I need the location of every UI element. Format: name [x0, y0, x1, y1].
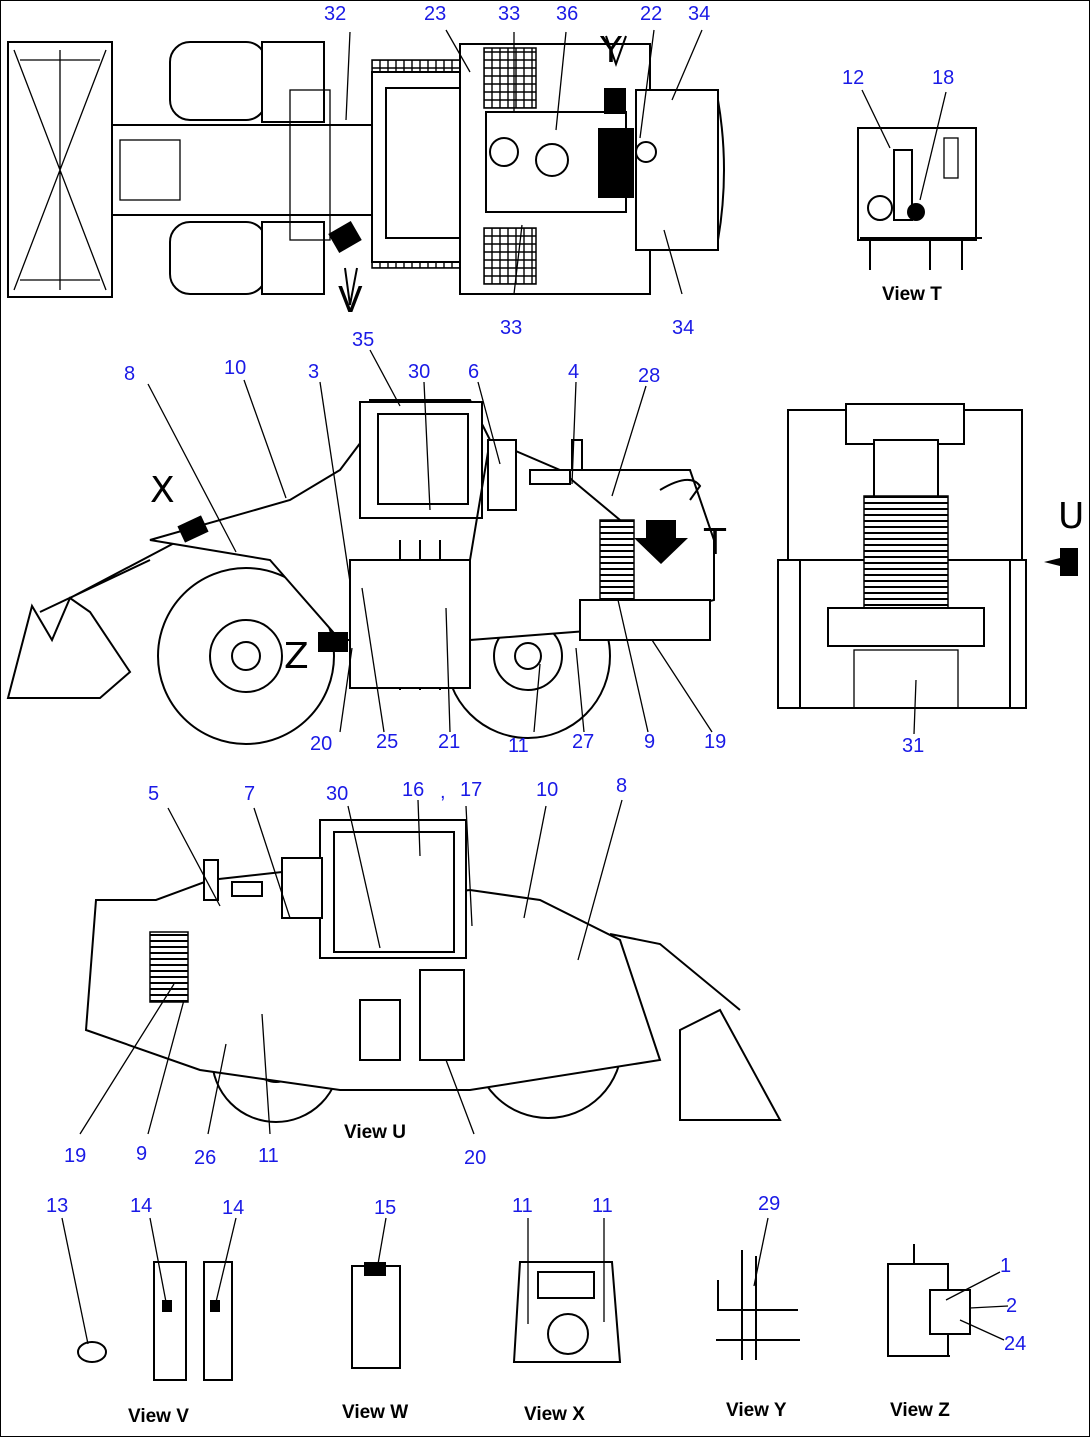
arrow-letter-t: T: [703, 522, 727, 563]
callout-18: 18: [932, 67, 954, 89]
callout-11-xb: 11: [592, 1195, 613, 1217]
view-w-label: View W: [342, 1402, 408, 1423]
callout-34-lower: 34: [672, 317, 694, 339]
view-t-drawing: [857, 127, 982, 270]
callout-19-u: 19: [64, 1145, 86, 1167]
view-z-label: View Z: [890, 1400, 950, 1421]
callout-27: 27: [572, 731, 594, 753]
callout-9: 9: [644, 731, 655, 753]
callout-7: 7: [244, 783, 255, 805]
callout-20: 20: [310, 733, 332, 755]
view-u-drawing: [84, 819, 782, 1123]
callout-19: 19: [704, 731, 726, 753]
callout-9-u: 9: [136, 1143, 147, 1165]
callout-14-a: 14: [130, 1195, 152, 1217]
callout-32: 32: [324, 3, 346, 25]
callout-21: 21: [438, 731, 460, 753]
arrow-letter-u: U: [1058, 496, 1084, 537]
callout-24: 24: [1004, 1333, 1026, 1355]
callout-14-b: 14: [222, 1197, 244, 1219]
callout-22: 22: [640, 3, 662, 25]
callout-10: 10: [224, 357, 246, 379]
view-z-drawing: [887, 1244, 971, 1357]
arrow-letter-x: X: [150, 470, 175, 511]
callout-12: 12: [842, 67, 864, 89]
callout-33: 33: [498, 3, 520, 25]
callout-6: 6: [468, 361, 479, 383]
callout-34: 34: [688, 3, 710, 25]
callout-30: 30: [408, 361, 430, 383]
view-x-label: View X: [524, 1404, 585, 1425]
view-w-drawing: [351, 1262, 401, 1369]
arrow-letter-z: Z: [284, 636, 309, 677]
callout-35: 35: [352, 329, 374, 351]
callout-33-lower: 33: [500, 317, 522, 339]
arrow-letter-y: Y: [599, 30, 623, 71]
side-view-drawing: [6, 399, 715, 745]
callout-8-u: 8: [616, 775, 627, 797]
callout-2: 2: [1006, 1295, 1017, 1317]
callout-16: 16: [402, 779, 424, 801]
callout-10-u: 10: [536, 779, 558, 801]
callout-36: 36: [556, 3, 578, 25]
callout-26: 26: [194, 1147, 216, 1169]
callout-13: 13: [46, 1195, 68, 1217]
callout-20-u: 20: [464, 1147, 486, 1169]
callout-8: 8: [124, 363, 135, 385]
top-view-drawing: [7, 35, 725, 306]
callout-30-u: 30: [326, 783, 348, 805]
callout-17: 17: [460, 779, 482, 801]
view-t-label: View T: [882, 284, 942, 305]
view-y-drawing: [716, 1250, 800, 1360]
view-v-drawing: [77, 1261, 233, 1381]
view-x-drawing: [512, 1261, 622, 1363]
callout-31: 31: [902, 735, 924, 757]
callout-comma: ,: [440, 781, 446, 803]
callout-15: 15: [374, 1197, 396, 1219]
callout-4: 4: [568, 361, 579, 383]
callout-11-u: 11: [258, 1145, 279, 1167]
callout-11: 11: [508, 735, 529, 757]
arrow-letter-v: V: [338, 280, 363, 321]
rear-view-drawing: [777, 403, 1078, 709]
callout-3: 3: [308, 361, 319, 383]
callout-28: 28: [638, 365, 660, 387]
view-u-label: View U: [344, 1122, 406, 1143]
callout-1: 1: [1000, 1255, 1011, 1277]
view-v-label: View V: [128, 1406, 189, 1427]
callout-11-xa: 11: [512, 1195, 533, 1217]
callout-29: 29: [758, 1193, 780, 1215]
callout-5: 5: [148, 783, 159, 805]
callout-25: 25: [376, 731, 398, 753]
view-y-label: View Y: [726, 1400, 787, 1421]
callout-23: 23: [424, 3, 446, 25]
